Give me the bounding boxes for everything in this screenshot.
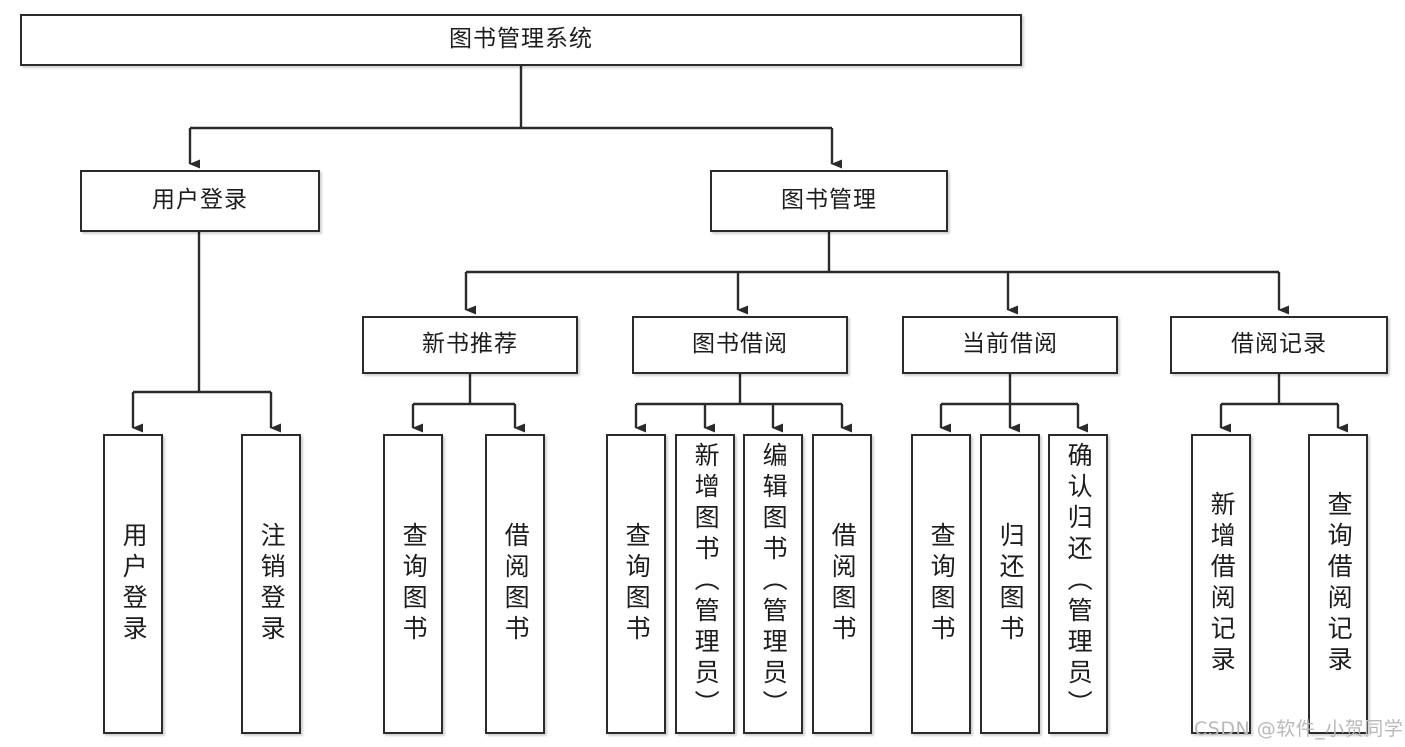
node-label: 注销登录 — [257, 522, 287, 646]
node-user-login[interactable]: 用户登录 — [80, 170, 320, 232]
node-label: 查询图书 — [927, 522, 957, 646]
node-label: 归还图书 — [996, 522, 1026, 646]
node-label: 新书推荐 — [422, 331, 518, 358]
csdn-watermark: CSDN @软件_小贺同学 — [1194, 718, 1404, 740]
node-current-borrow[interactable]: 当前借阅 — [902, 316, 1118, 374]
node-label: 用户登录 — [152, 187, 248, 214]
leaf-user-logout[interactable]: 注销登录 — [241, 434, 301, 734]
leaf-edit-book[interactable]: 编辑图书（管理员） — [743, 434, 803, 734]
node-borrow-record[interactable]: 借阅记录 — [1170, 316, 1388, 374]
leaf-query-book-current[interactable]: 查询图书 — [911, 434, 971, 734]
leaf-borrow-book-recommend[interactable]: 借阅图书 — [485, 434, 545, 734]
node-label: 借阅图书 — [828, 522, 858, 646]
leaf-return-book[interactable]: 归还图书 — [980, 434, 1040, 734]
leaf-query-book-recommend[interactable]: 查询图书 — [383, 434, 443, 734]
leaf-query-borrow-record[interactable]: 查询借阅记录 — [1308, 434, 1368, 734]
node-label: 确认归还（管理员） — [1064, 442, 1094, 721]
node-label: 查询借阅记录 — [1324, 491, 1354, 677]
node-label: 当前借阅 — [962, 331, 1058, 358]
node-label: 查询图书 — [622, 522, 652, 646]
leaf-user-login[interactable]: 用户登录 — [103, 434, 163, 734]
node-label: 图书管理 — [781, 187, 877, 214]
leaf-query-book-borrow[interactable]: 查询图书 — [606, 434, 666, 734]
node-book-management[interactable]: 图书管理 — [710, 170, 948, 232]
leaf-add-borrow-record[interactable]: 新增借阅记录 — [1191, 434, 1251, 734]
node-book-borrow[interactable]: 图书借阅 — [632, 316, 848, 374]
node-label: 编辑图书（管理员） — [759, 442, 789, 721]
node-label: 新增借阅记录 — [1207, 491, 1237, 677]
leaf-confirm-return[interactable]: 确认归还（管理员） — [1048, 434, 1108, 734]
node-label: 新增图书（管理员） — [691, 442, 721, 721]
node-label: 借阅图书 — [501, 522, 531, 646]
node-new-book-recommend[interactable]: 新书推荐 — [362, 316, 578, 374]
node-label: 查询图书 — [399, 522, 429, 646]
node-label: 图书管理系统 — [449, 26, 593, 53]
leaf-borrow-book-borrow[interactable]: 借阅图书 — [812, 434, 872, 734]
node-root-book-management-system[interactable]: 图书管理系统 — [20, 14, 1022, 66]
node-label: 图书借阅 — [692, 331, 788, 358]
node-label: 借阅记录 — [1231, 331, 1327, 358]
leaf-add-book[interactable]: 新增图书（管理员） — [675, 434, 735, 734]
node-label: 用户登录 — [119, 522, 149, 646]
